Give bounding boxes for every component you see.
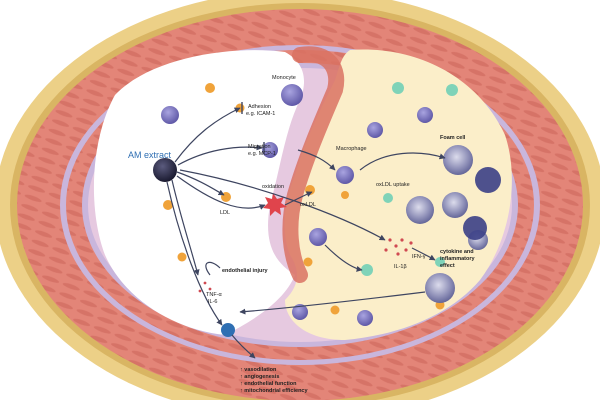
cytokine-dot bbox=[404, 248, 408, 252]
macrophage-label: Macrophage bbox=[336, 146, 367, 152]
cytokine-dot bbox=[400, 238, 404, 242]
foam-cell-dark bbox=[475, 167, 501, 193]
foam-cell bbox=[406, 196, 434, 224]
monocyte-cell bbox=[262, 142, 278, 158]
arrow-cytokine-effect bbox=[411, 247, 436, 261]
cytokine-dot bbox=[396, 252, 400, 256]
cytokine-label-3: effect bbox=[440, 263, 455, 269]
cytokine-dot bbox=[203, 281, 207, 285]
cytokine-dot bbox=[384, 248, 388, 252]
cytokine-speckles bbox=[198, 238, 413, 293]
oxldl-particles bbox=[361, 82, 458, 276]
oxldl-particle bbox=[361, 264, 373, 276]
monocytes bbox=[161, 84, 433, 326]
migration-label: Migration bbox=[248, 144, 271, 150]
ifng-label: IFN-γ bbox=[412, 254, 426, 260]
ldl-particle bbox=[303, 257, 313, 267]
foam-cell-label: Foam cell bbox=[440, 135, 466, 141]
arrow-return bbox=[239, 291, 426, 315]
oxldl-label: oxLDL bbox=[300, 202, 316, 208]
oxldl-particle bbox=[392, 82, 404, 94]
foam-cell bbox=[442, 192, 468, 218]
monocyte-cell bbox=[417, 107, 433, 123]
ldl-particle bbox=[205, 83, 215, 93]
oxldl-particle bbox=[435, 257, 445, 267]
ldl-particle bbox=[163, 200, 173, 210]
monocyte-cell bbox=[357, 310, 373, 326]
monocyte-cell bbox=[281, 84, 303, 106]
cytokine-label-1: cytokine and bbox=[440, 249, 474, 255]
cytokine-dot bbox=[208, 287, 212, 291]
ldl-particle bbox=[330, 305, 340, 315]
inhibition-bars bbox=[241, 102, 265, 154]
migration-example-label: e.g. MCP-1 bbox=[248, 151, 276, 157]
arrow-endothelial-loop bbox=[205, 261, 221, 276]
arrow-oxldl-uptake bbox=[324, 244, 363, 272]
lumen bbox=[93, 50, 305, 335]
il1b-label: IL-1β bbox=[394, 264, 407, 270]
foam-cell bbox=[443, 145, 473, 175]
il6-label: IL-6 bbox=[208, 299, 217, 305]
plaque bbox=[284, 49, 512, 341]
outcome-endothelial-function: ↑ endothelial function bbox=[240, 381, 297, 387]
arrow-outcomes bbox=[166, 181, 223, 326]
cytokine-dot bbox=[198, 289, 202, 293]
cytokine-dot bbox=[409, 241, 413, 245]
endothelial-cell bbox=[221, 323, 235, 337]
oxldl-particle bbox=[383, 193, 393, 203]
ldl-particle bbox=[177, 252, 187, 262]
arrow-oxldl bbox=[284, 191, 313, 206]
arrow-macrophage bbox=[297, 149, 336, 171]
am-extract-cell bbox=[153, 158, 177, 182]
am-extract-label: AM extract bbox=[128, 150, 172, 160]
arrow-migration bbox=[177, 144, 263, 166]
monocyte-cell bbox=[161, 106, 179, 124]
tnf-label: TNF-α bbox=[206, 292, 223, 298]
pathway-arrows bbox=[166, 107, 446, 359]
arrow-adhesion bbox=[174, 107, 241, 163]
foam-cell bbox=[425, 273, 455, 303]
cytokine-dot bbox=[394, 244, 398, 248]
ldl-particle bbox=[341, 191, 349, 199]
foam-cell-dark bbox=[463, 216, 487, 240]
monocyte-cell bbox=[336, 166, 354, 184]
outcome-angiogenesis: ↑ angiogenesis bbox=[240, 374, 279, 380]
arrow-oxidation bbox=[176, 175, 266, 210]
arrow-outcomes-down bbox=[231, 334, 256, 359]
arrow-inflammation bbox=[179, 169, 386, 241]
adhesion-example-label: e.g. ICAM-1 bbox=[246, 111, 275, 117]
oxidation-burst-icon bbox=[263, 193, 287, 216]
endothelial-layer bbox=[282, 46, 345, 283]
monocyte-cell bbox=[367, 122, 383, 138]
outcome-vasodilation: ↑ vasodilation bbox=[240, 367, 277, 373]
monocyte-cell bbox=[309, 228, 327, 246]
cytokine-label-2: inflammatory bbox=[440, 256, 475, 262]
arrow-ldl bbox=[176, 171, 225, 196]
oxldl-particle bbox=[446, 84, 458, 96]
cytokine-dot bbox=[388, 238, 392, 242]
arrow-foam bbox=[359, 152, 446, 171]
ldl-label: LDL bbox=[220, 210, 230, 216]
adhesion-label: Adhesion bbox=[248, 104, 271, 110]
endothelial-injury-label: endothelial injury bbox=[222, 268, 268, 274]
arrow-endothelial-injury bbox=[171, 179, 200, 276]
oxldl-uptake-label: oxLDL uptake bbox=[376, 182, 410, 188]
monocyte-label: Monocyte bbox=[272, 75, 296, 81]
oxidation-label: oxidation bbox=[262, 184, 284, 190]
outcome-mitochondrial-efficiency: ↑ mitochondrial efficiency bbox=[240, 388, 308, 394]
monocyte-cell bbox=[292, 304, 308, 320]
foam-cells bbox=[406, 145, 501, 303]
